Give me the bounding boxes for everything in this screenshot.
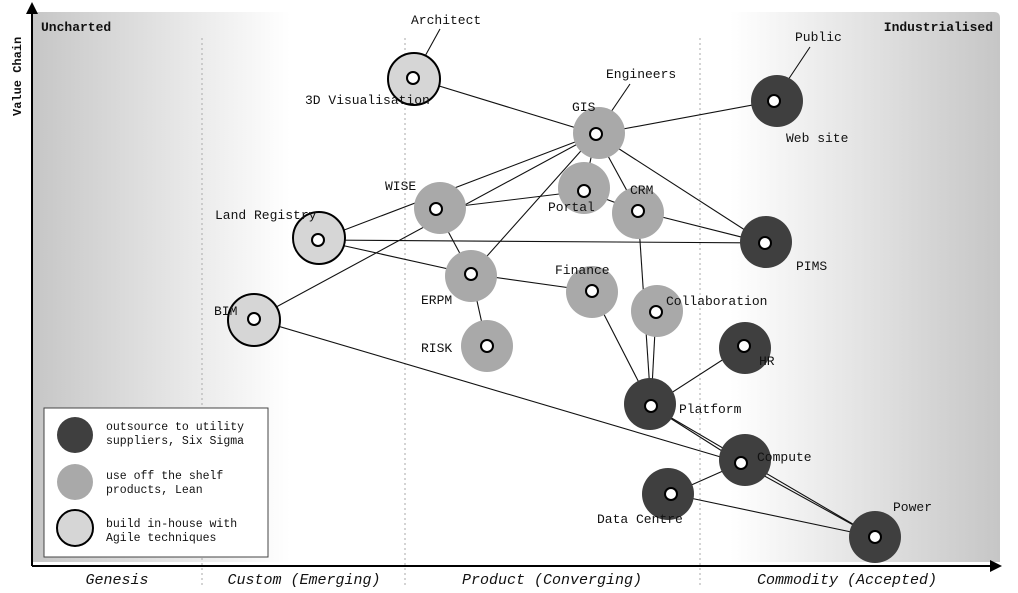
node-label-gis: GIS (572, 100, 596, 115)
link-land-registry-pims (317, 239, 766, 244)
visualisation-dot (406, 71, 420, 85)
legend-inhouse-text: build in-house with Agile techniques (106, 518, 244, 545)
gis-dot (589, 127, 603, 141)
link-data-centre-power (670, 493, 876, 538)
land-registry-dot (311, 233, 325, 247)
data-centre-dot (664, 487, 678, 501)
website-dot (767, 94, 781, 108)
node-label-hr: HR (759, 354, 775, 369)
stage-label-commodity: Commodity (Accepted) (757, 572, 937, 589)
portal-dot (577, 184, 591, 198)
stage-label-product: Product (Converging) (462, 572, 642, 589)
node-label-portal: Portal (548, 200, 595, 215)
node-label-architect: Architect (411, 13, 481, 28)
node-label-erpm: ERPM (421, 293, 452, 308)
pims-dot (758, 236, 772, 250)
finance-dot (585, 284, 599, 298)
node-label-risk: RISK (421, 341, 452, 356)
node-label-finance: Finance (555, 263, 610, 278)
legend-outsource-line1: outsource to utility (106, 421, 244, 434)
legend-inhouse-line2: Agile techniques (106, 532, 216, 545)
legend: outsource to utility suppliers, Six Sigm… (43, 407, 269, 558)
corner-label-uncharted: Uncharted (41, 20, 111, 35)
legend-outsource-swatch (57, 417, 93, 453)
collaboration-dot (649, 305, 663, 319)
node-label-compute: Compute (757, 450, 812, 465)
crm-dot (631, 204, 645, 218)
legend-offshelf-text: use off the shelf products, Lean (106, 470, 230, 497)
node-dots (247, 71, 882, 544)
link-gis-erpm (470, 133, 597, 275)
bim-dot (247, 312, 261, 326)
power-dot (868, 530, 882, 544)
legend-inhouse-swatch (56, 509, 94, 547)
legend-offshelf-swatch (57, 464, 93, 500)
node-label-public: Public (795, 30, 842, 45)
node-labels: Architect 3D Visualisation Public Web si… (214, 13, 932, 527)
node-label-power: Power (893, 500, 932, 515)
risk-dot (480, 339, 494, 353)
node-label-engineers: Engineers (606, 67, 676, 82)
platform-dot (644, 399, 658, 413)
stage-label-genesis: Genesis (85, 572, 148, 589)
node-label-bim: BIM (214, 304, 237, 319)
link-gis-pims (595, 133, 766, 244)
axes (26, 2, 1002, 572)
legend-offshelf-line2: products, Lean (106, 484, 203, 497)
link-bim-compute (253, 318, 742, 464)
node-label-collaboration: Collaboration (666, 294, 767, 309)
y-axis-label: Value Chain (11, 37, 25, 116)
stage-label-custom: Custom (Emerging) (227, 572, 380, 589)
link-gis-website (595, 100, 775, 135)
corner-label-industrialised: Industrialised (884, 20, 993, 35)
erpm-dot (464, 267, 478, 281)
hr-dot (737, 339, 751, 353)
node-label-wise: WISE (385, 179, 416, 194)
link-gis-land-registry (317, 133, 597, 241)
stage-dividers (201, 38, 701, 588)
wise-dot (429, 202, 443, 216)
legend-outsource-line2: suppliers, Six Sigma (106, 435, 244, 448)
node-label-data-centre: Data Centre (597, 512, 683, 527)
legend-offshelf-line1: use off the shelf (106, 470, 223, 483)
node-label-land-registry: Land Registry (215, 208, 317, 223)
node-label-visualisation: 3D Visualisation (305, 93, 430, 108)
legend-outsource-text: outsource to utility suppliers, Six Sigm… (106, 421, 251, 448)
node-label-pims: PIMS (796, 259, 827, 274)
node-label-crm: CRM (630, 183, 653, 198)
compute-dot (734, 456, 748, 470)
node-label-website: Web site (786, 131, 848, 146)
link-visualisation-gis (412, 77, 597, 135)
legend-inhouse-line1: build in-house with (106, 518, 237, 531)
node-label-platform: Platform (679, 402, 742, 417)
